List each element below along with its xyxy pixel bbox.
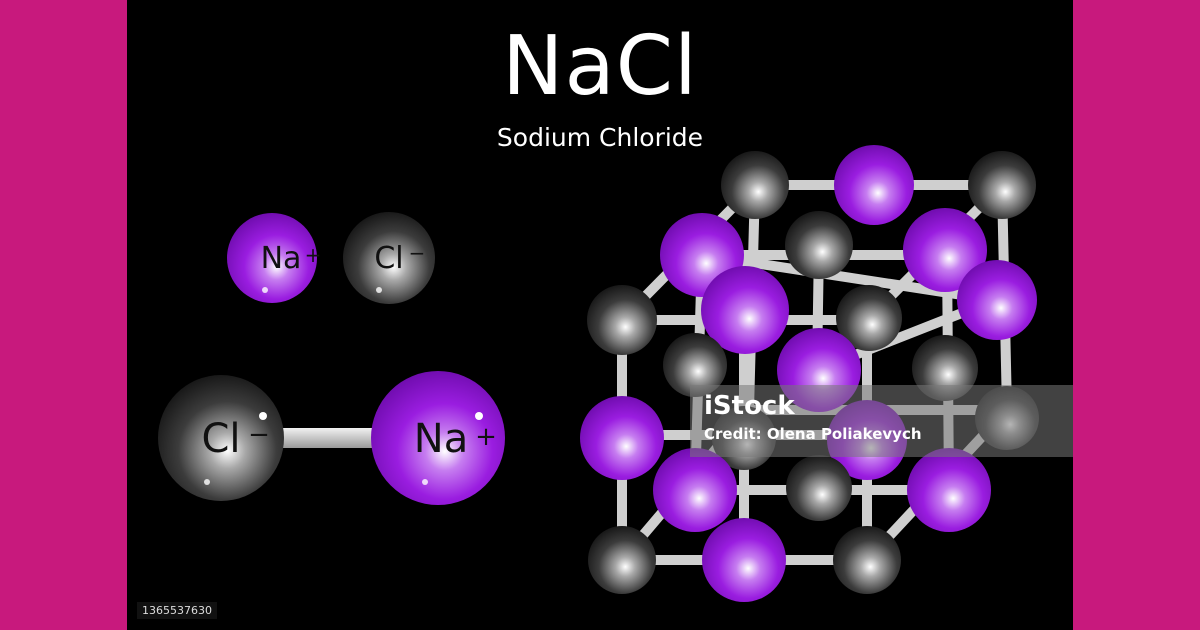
sodium-ion-charge: +	[305, 243, 322, 267]
chloride-ion-free: Cl −	[343, 212, 435, 304]
ionic-bond-pair: Cl − Na +	[158, 371, 505, 505]
lattice-chloride-atom	[786, 455, 852, 521]
stock-id-badge: 1365537630	[137, 602, 217, 619]
lattice-sodium-atom	[701, 266, 789, 354]
lattice-atoms	[580, 145, 1039, 602]
lattice-sodium-atom	[907, 448, 991, 532]
lattice-sodium-atom	[702, 518, 786, 602]
chloride-bonded-label: Cl	[201, 416, 240, 462]
crystal-lattice	[580, 145, 1039, 602]
lattice-sodium-atom	[834, 145, 914, 225]
sodium-bonded-charge: +	[475, 422, 497, 452]
lattice-chloride-atom	[721, 151, 789, 219]
lattice-chloride-atom	[912, 335, 978, 401]
lattice-chloride-atom	[588, 526, 656, 594]
lattice-sodium-atom	[903, 208, 987, 292]
lattice-chloride-atom	[785, 211, 853, 279]
lattice-chloride-atom	[663, 333, 727, 397]
chloride-atom-bonded: Cl −	[158, 375, 284, 501]
lattice-sodium-atom	[653, 448, 737, 532]
illustration-canvas: NaCl Sodium Chloride	[127, 0, 1073, 630]
istock-logo: iStock	[704, 391, 795, 421]
sodium-ion-free: Na +	[227, 213, 321, 303]
sodium-ion-label: Na	[261, 241, 302, 276]
chloride-ion-label: Cl	[374, 241, 403, 276]
page-subtitle: Sodium Chloride	[496, 123, 704, 152]
chloride-ion-charge: −	[409, 241, 426, 265]
chloride-bonded-charge: −	[248, 420, 270, 450]
lattice-chloride-atom	[833, 526, 901, 594]
page-title: NaCl	[502, 19, 698, 114]
sodium-atom-bonded: Na +	[371, 371, 505, 505]
molecule-diagram: Na + Cl − Cl − Na +	[158, 145, 1039, 602]
stock-watermark: iStock Credit: Olena Poliakevych	[690, 385, 1073, 457]
lattice-chloride-atom	[587, 285, 657, 355]
lattice-chloride-atom	[968, 151, 1036, 219]
lattice-chloride-atom	[836, 285, 902, 351]
lattice-sodium-atom	[957, 260, 1037, 340]
lattice-sodium-atom	[580, 396, 664, 480]
credit-line: Credit: Olena Poliakevych	[704, 425, 922, 443]
sodium-bonded-label: Na	[414, 416, 468, 462]
ionic-bond	[267, 428, 397, 448]
